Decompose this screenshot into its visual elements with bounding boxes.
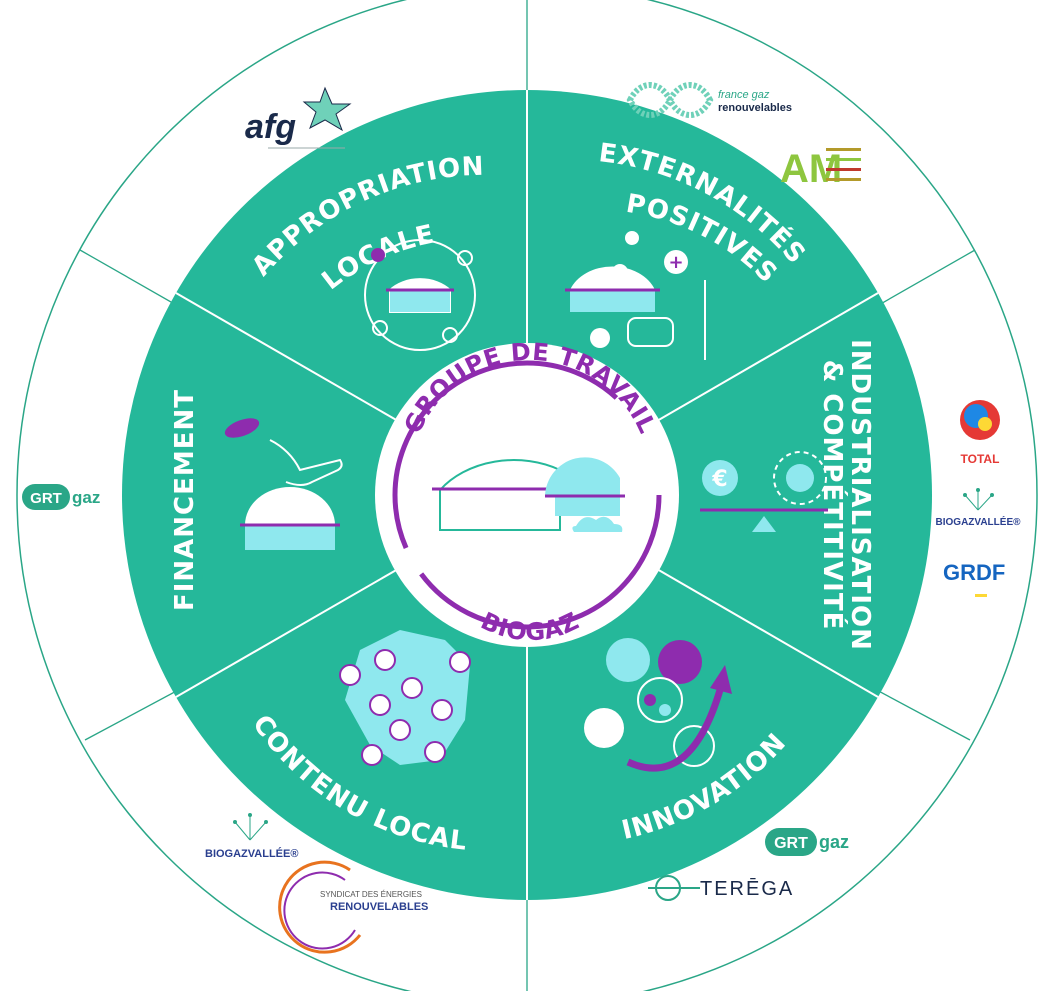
svg-text:BIOGAZVALLÉE®: BIOGAZVALLÉE® <box>205 847 298 860</box>
france-gaz-renouvelables-logo: france gaz renouvelables <box>626 82 792 118</box>
euro-gear-scale-icon: € <box>700 451 828 532</box>
aam-logo: AM <box>780 147 861 191</box>
svg-text:& COMPÉTITIVITÉ: & COMPÉTITIVITÉ <box>817 360 849 631</box>
svg-text:€: € <box>711 467 727 492</box>
svg-text:+: + <box>668 252 683 273</box>
biogaz-vallee-logo-right: BIOGAZVALLÉE® <box>936 488 1022 528</box>
svg-text:GRT: GRT <box>30 490 62 507</box>
segment-dividers <box>175 90 879 900</box>
france-map-icon <box>339 630 471 766</box>
plus-cow-wheat-icon: + <box>565 231 706 360</box>
svg-text:GRT: GRT <box>774 835 808 852</box>
grtgaz-logo-right: GRT gaz <box>765 828 849 856</box>
svg-text:BIOGAZVALLÉE®: BIOGAZVALLÉE® <box>936 515 1022 528</box>
syndicat-energies-renouvelables-logo: SYNDICAT DES ÉNERGIES RENOUVELABLES <box>278 860 428 954</box>
svg-text:gaz: gaz <box>72 488 100 507</box>
terega-logo: TERĒGA <box>648 875 794 901</box>
center-ring-outer <box>392 360 662 630</box>
afg-logo: afg <box>245 86 352 149</box>
svg-text:INDUSTRIALISATION: INDUSTRIALISATION <box>845 339 875 651</box>
svg-text:TERĒGA: TERĒGA <box>700 877 794 900</box>
people-cycle-icon <box>364 239 476 351</box>
svg-text:gaz: gaz <box>819 832 849 852</box>
total-logo: TOTAL <box>960 400 1000 466</box>
grdf-logo: GRDF <box>943 560 1005 597</box>
segment-label-financement: FINANCEMENT <box>170 389 200 611</box>
svg-text:FINANCEMENT: FINANCEMENT <box>170 389 200 611</box>
svg-text:france gaz: france gaz <box>718 89 770 101</box>
svg-text:GRDF: GRDF <box>943 560 1005 585</box>
svg-text:afg: afg <box>245 108 296 146</box>
digester-icon <box>432 457 625 532</box>
segment-label-industrialisation: INDUSTRIALISATION & COMPÉTITIVITÉ <box>817 339 875 651</box>
hand-coin-icon <box>224 418 343 550</box>
molecule-arrow-icon <box>584 638 732 772</box>
svg-text:SYNDICAT DES ÉNERGIES: SYNDICAT DES ÉNERGIES <box>320 890 422 899</box>
svg-text:RENOUVELABLES: RENOUVELABLES <box>330 901 428 913</box>
grtgaz-logo-left: GRT gaz <box>22 484 100 510</box>
svg-text:TOTAL: TOTAL <box>961 452 1000 466</box>
svg-text:renouvelables: renouvelables <box>718 102 792 114</box>
biogaz-vallee-logo-left: BIOGAZVALLÉE® <box>205 813 298 860</box>
